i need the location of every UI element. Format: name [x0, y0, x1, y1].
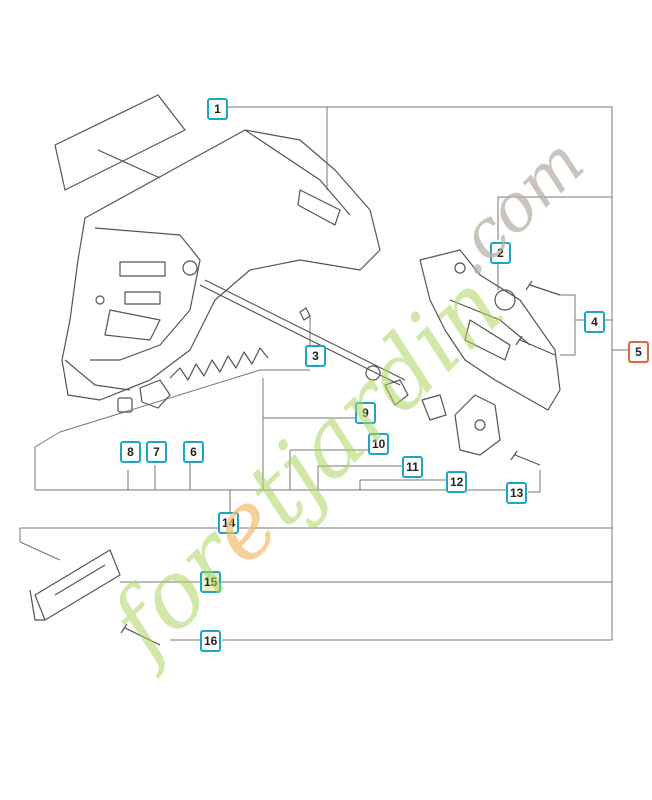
guide-plate [29, 549, 121, 621]
callout-2[interactable]: 2 [490, 242, 511, 264]
clutch-cover-body [61, 129, 381, 401]
callout-6[interactable]: 6 [183, 441, 204, 463]
callout-7[interactable]: 7 [146, 441, 167, 463]
callout-14[interactable]: 14 [218, 512, 240, 534]
callout-4[interactable]: 4 [584, 311, 605, 333]
leader-lines [19, 106, 628, 641]
callout-5[interactable]: 5 [628, 341, 649, 363]
callout-16[interactable]: 16 [200, 630, 222, 652]
brake-assembly [419, 249, 561, 411]
callout-15[interactable]: 15 [200, 571, 222, 593]
callout-1[interactable]: 1 [207, 98, 228, 120]
rod-part [199, 279, 406, 386]
decal-part [54, 94, 186, 191]
callout-9[interactable]: 9 [355, 402, 376, 424]
callout-10[interactable]: 10 [368, 433, 390, 455]
callout-12[interactable]: 12 [446, 471, 468, 493]
spring-part [169, 347, 269, 381]
callout-3[interactable]: 3 [305, 345, 326, 367]
callout-8[interactable]: 8 [120, 441, 141, 463]
small-parts [117, 307, 447, 421]
callout-11[interactable]: 11 [402, 456, 423, 478]
callout-13[interactable]: 13 [506, 482, 528, 504]
plate-part [454, 394, 501, 456]
screws [120, 280, 561, 646]
